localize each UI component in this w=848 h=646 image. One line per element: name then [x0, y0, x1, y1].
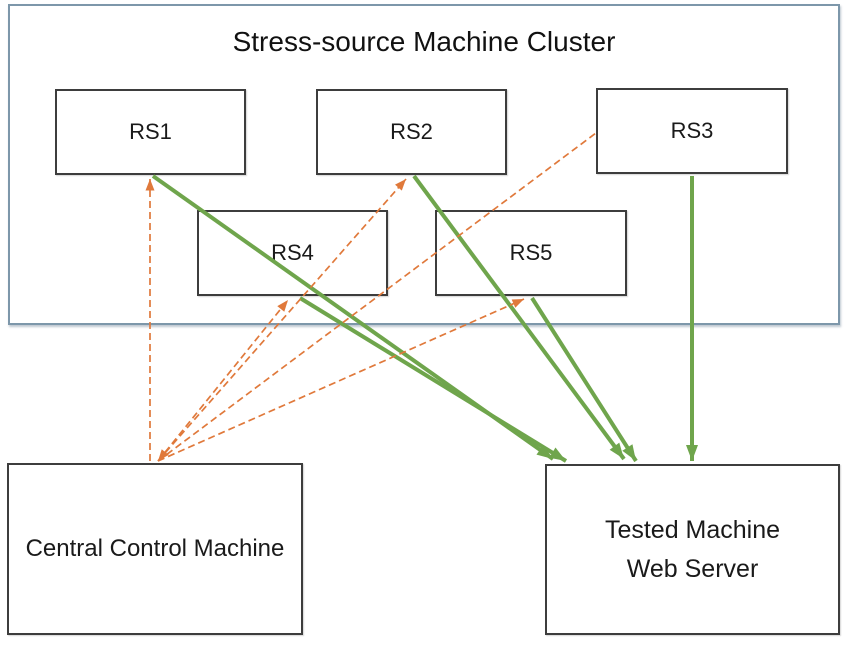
- node-rs1: RS1: [55, 89, 246, 175]
- node-tested-label-line1: Tested Machine: [604, 515, 781, 544]
- node-tested-label-line2: Web Server: [626, 554, 759, 583]
- node-rs2-label: RS2: [390, 119, 433, 144]
- node-rs5: RS5: [435, 210, 627, 296]
- node-rs1-label: RS1: [129, 119, 172, 144]
- node-rs4: RS4: [197, 210, 388, 296]
- node-rs3: RS3: [596, 88, 788, 174]
- node-rs3-label: RS3: [670, 118, 714, 143]
- node-rs4-label: RS4: [271, 240, 314, 265]
- node-rs5-label: RS5: [509, 240, 553, 265]
- node-central-control-machine: Central Control Machine: [7, 463, 303, 635]
- node-central-label: Central Control Machine: [25, 535, 285, 562]
- cluster-title: Stress-source Machine Cluster: [232, 26, 616, 57]
- node-tested-machine-web-server: Tested Machine Web Server: [545, 464, 840, 635]
- node-rs2: RS2: [316, 89, 507, 175]
